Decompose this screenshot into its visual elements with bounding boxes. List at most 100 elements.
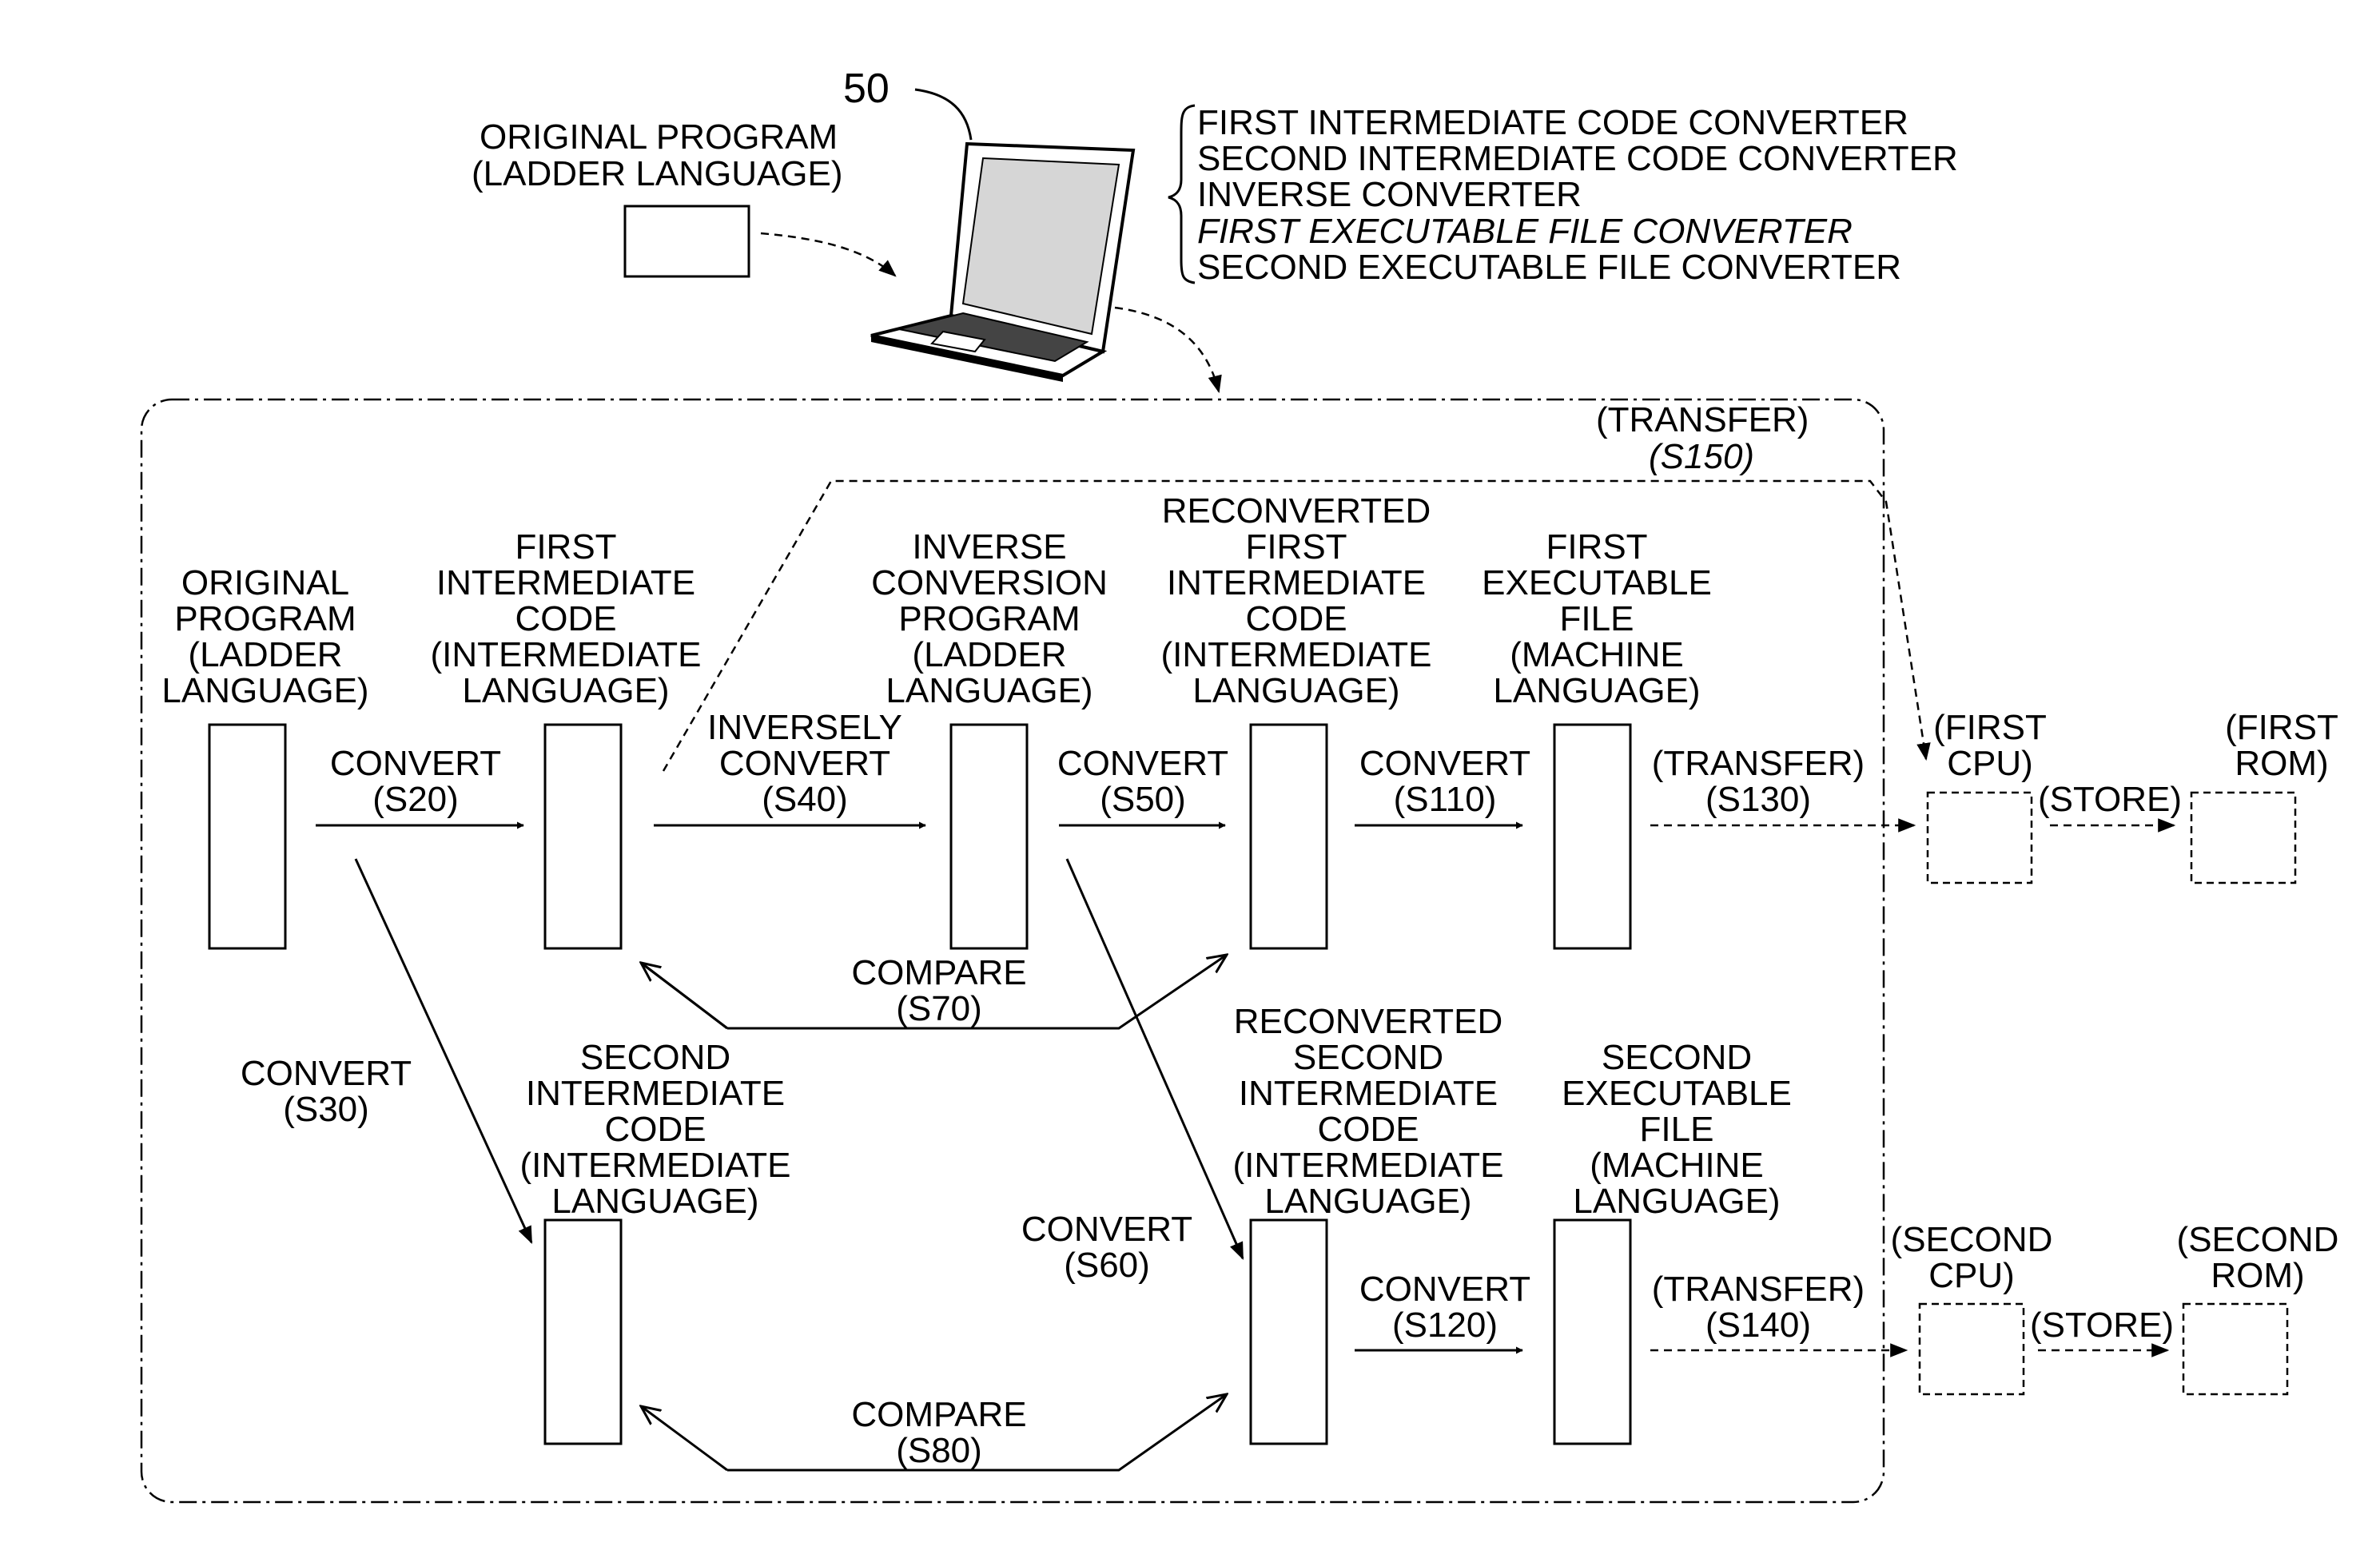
step-s80-code: (S80) (896, 1431, 982, 1470)
second-intermediate-label-4: (INTERMEDIATE (520, 1146, 791, 1185)
compare-s70-left-head (641, 963, 727, 1028)
step-s70-label: COMPARE (851, 953, 1026, 992)
reconverted-second-label-4: CODE (1317, 1110, 1419, 1149)
step-s120-label: CONVERT (1359, 1270, 1530, 1309)
second-executable-label-1: SECOND (1602, 1038, 1752, 1077)
inverse-program-label-5: LANGUAGE) (886, 671, 1092, 710)
laptop-icon (871, 144, 1133, 382)
second-rom-label-2: ROM) (2211, 1256, 2304, 1295)
inverse-program-label-1: INVERSE (912, 527, 1066, 566)
reconverted-first-label-4: CODE (1245, 599, 1347, 638)
reconverted-second-block (1251, 1220, 1327, 1444)
transfer-top-label: (TRANSFER) (1596, 400, 1809, 439)
second-cpu-box (1920, 1304, 2024, 1394)
first-executable-label-5: LANGUAGE) (1493, 671, 1700, 710)
first-intermediate-label-3: CODE (515, 599, 616, 638)
second-intermediate-label-2: INTERMEDIATE (526, 1074, 785, 1113)
second-intermediate-block (545, 1220, 621, 1444)
reconverted-second-label-2: SECOND (1293, 1038, 1443, 1077)
step-s130-label: (TRANSFER) (1652, 744, 1865, 783)
reconverted-first-label-5: (INTERMEDIATE (1161, 635, 1432, 674)
first-rom-label-1: (FIRST (2225, 708, 2338, 747)
compare-s80-left-head (641, 1406, 727, 1470)
first-executable-block (1554, 725, 1630, 948)
laptop-to-process-arrow (1115, 308, 1219, 392)
first-cpu-label-2: CPU) (1947, 744, 2033, 783)
second-intermediate-label-5: LANGUAGE) (551, 1182, 758, 1221)
first-intermediate-label-5: LANGUAGE) (462, 671, 669, 710)
converter-item-5: SECOND EXECUTABLE FILE CONVERTER (1197, 248, 1901, 287)
reconverted-first-label-6: LANGUAGE) (1192, 671, 1399, 710)
original-label-4: LANGUAGE) (161, 671, 368, 710)
load-arrow (761, 233, 895, 276)
reconverted-first-label-1: RECONVERTED (1162, 491, 1431, 531)
second-executable-block (1554, 1220, 1630, 1444)
first-executable-label-4: (MACHINE (1510, 635, 1684, 674)
reconverted-second-label-6: LANGUAGE) (1264, 1182, 1471, 1221)
transfer-top-step: (S150) (1649, 437, 1754, 476)
step-s40-label-2: CONVERT (719, 744, 890, 783)
second-cpu-label-1: (SECOND (1891, 1220, 2053, 1259)
step-s110-code: (S110) (1394, 780, 1497, 819)
step-s140-code: (S140) (1705, 1306, 1811, 1345)
step-s50-label: CONVERT (1057, 744, 1228, 783)
step-s40-code: (S40) (762, 780, 848, 819)
arrow-s30 (356, 859, 531, 1242)
second-cpu-label-2: CPU) (1928, 1256, 2015, 1295)
second-intermediate-label-1: SECOND (580, 1038, 730, 1077)
inverse-program-label-2: CONVERSION (871, 563, 1108, 602)
reconverted-second-label-1: RECONVERTED (1234, 1002, 1503, 1041)
step-s20-code: (S20) (372, 780, 459, 819)
step-s140-label: (TRANSFER) (1652, 1270, 1865, 1309)
reconverted-first-block (1251, 725, 1327, 948)
step-s80-label: COMPARE (851, 1395, 1026, 1434)
step-s30-code: (S30) (283, 1090, 369, 1129)
first-executable-label-3: FILE (1560, 599, 1634, 638)
inverse-program-label-4: (LADDER (912, 635, 1066, 674)
source-program-title: ORIGINAL PROGRAM (480, 117, 838, 157)
source-program-box (625, 206, 749, 276)
original-label-3: (LADDER (188, 635, 342, 674)
first-executable-label-1: FIRST (1546, 527, 1647, 566)
step-s20-label: CONVERT (330, 744, 501, 783)
arrow-s60 (1067, 859, 1243, 1258)
step-s40-label-1: INVERSELY (707, 708, 902, 747)
inverse-program-label-3: PROGRAM (898, 599, 1080, 638)
reconverted-second-label-5: (INTERMEDIATE (1233, 1146, 1504, 1185)
step-s50-code: (S50) (1100, 780, 1186, 819)
first-intermediate-block (545, 725, 621, 948)
store-first-label: (STORE) (2038, 780, 2182, 819)
step-s30-label: CONVERT (241, 1054, 412, 1093)
first-cpu-box (1928, 793, 2032, 883)
original-program-block (209, 725, 285, 948)
reconverted-first-label-3: INTERMEDIATE (1167, 563, 1426, 602)
original-label-2: PROGRAM (174, 599, 356, 638)
converter-item-4: FIRST EXECUTABLE FILE CONVERTER (1197, 212, 1853, 251)
step-s70-code: (S70) (896, 989, 982, 1028)
original-label-1: ORIGINAL (181, 563, 349, 602)
first-intermediate-label-4: (INTERMEDIATE (431, 635, 702, 674)
inverse-program-block (951, 725, 1027, 948)
reconverted-first-label-2: FIRST (1245, 527, 1347, 566)
first-rom-label-2: ROM) (2235, 744, 2328, 783)
device-number: 50 (843, 66, 890, 112)
second-executable-label-4: (MACHINE (1590, 1146, 1764, 1185)
first-intermediate-label-2: INTERMEDIATE (436, 563, 695, 602)
store-second-label: (STORE) (2030, 1306, 2174, 1345)
step-s60-label: CONVERT (1021, 1210, 1192, 1249)
first-cpu-label-1: (FIRST (1933, 708, 2047, 747)
converter-item-2: SECOND INTERMEDIATE CODE CONVERTER (1197, 139, 1958, 178)
step-s120-code: (S120) (1392, 1306, 1498, 1345)
device-leader-line (915, 89, 971, 140)
step-s110-label: CONVERT (1359, 744, 1530, 783)
converter-list-brace (1168, 105, 1195, 283)
second-rom-box (2183, 1304, 2287, 1394)
second-intermediate-label-3: CODE (604, 1110, 706, 1149)
converter-item-3: INVERSE CONVERTER (1197, 175, 1582, 214)
reconverted-second-label-3: INTERMEDIATE (1239, 1074, 1498, 1113)
second-rom-label-1: (SECOND (2177, 1220, 2339, 1259)
source-program-language: (LADDER LANGUAGE) (472, 154, 843, 193)
first-rom-box (2191, 793, 2295, 883)
first-intermediate-label-1: FIRST (515, 527, 616, 566)
